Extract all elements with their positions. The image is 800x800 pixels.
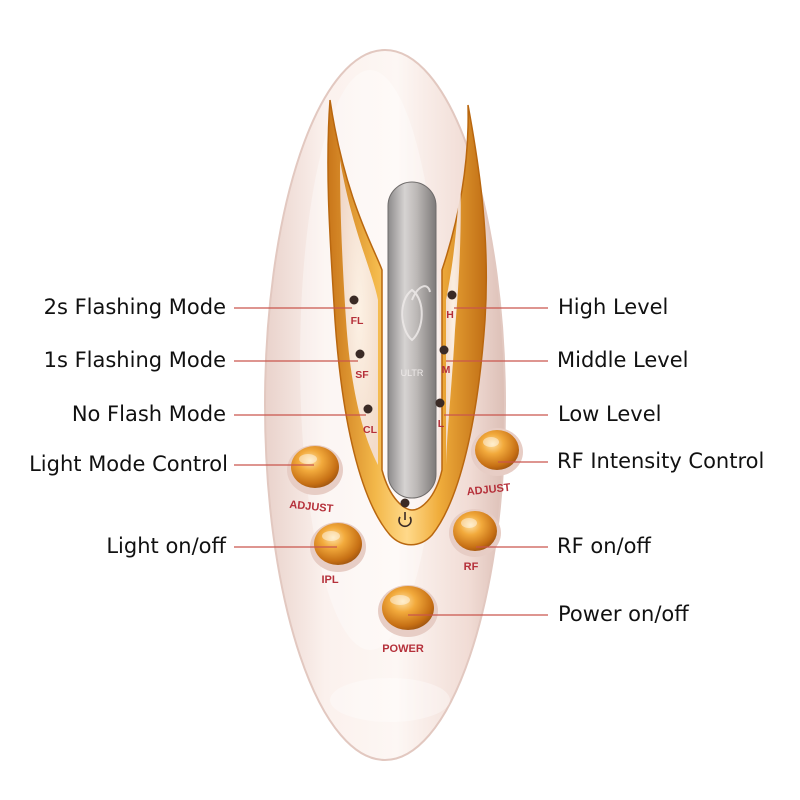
device-body: [264, 49, 506, 761]
callout-low-level: Low Level: [558, 402, 662, 426]
power-label: POWER: [382, 643, 424, 655]
adjust-right-label: ADJUST: [466, 482, 511, 499]
ipl-label: IPL: [321, 574, 338, 586]
adjust-left-label: ADJUST: [289, 499, 334, 516]
led-label-cl: CL: [363, 424, 378, 436]
callout-light-mode-control: Light Mode Control: [29, 452, 228, 476]
callout-no-flash-mode: No Flash Mode: [71, 402, 226, 426]
rf-label: RF: [464, 561, 479, 573]
led-group-left: [349, 295, 373, 414]
callout-middle-level: Middle Level: [557, 348, 689, 372]
callout-rf-intensity-control: RF Intensity Control: [557, 449, 765, 473]
led-label-l: L: [438, 418, 445, 430]
adjust-left-button: [287, 445, 343, 495]
rf-button: [449, 509, 501, 557]
led-h: [447, 290, 457, 300]
led-cl: [363, 404, 373, 414]
callout-rf-on-off: RF on/off: [557, 534, 651, 558]
gold-panel-inner-left: [340, 160, 378, 465]
led-label-h: H: [446, 309, 454, 321]
leader-lines: [234, 307, 548, 616]
led-m: [439, 345, 449, 355]
power-icon: [398, 512, 412, 528]
power-button: [378, 585, 438, 637]
led-sf: [355, 349, 365, 359]
device-bottom-shade: [330, 678, 450, 722]
callout-power-on-off: Power on/off: [558, 602, 689, 626]
callout-high-level: High Level: [558, 295, 669, 319]
led-group-right: [435, 290, 457, 408]
led-label-m: M: [442, 364, 451, 376]
led-label-fl: FL: [351, 315, 364, 327]
led-label-sf: SF: [355, 369, 369, 381]
led-fl: [349, 295, 359, 305]
callout-light-on-off: Light on/off: [106, 534, 226, 558]
logo-swirl-icon: [401, 285, 431, 342]
gold-panel-inner-right: [446, 165, 461, 465]
led-power: [400, 498, 410, 508]
callout-2s-flashing-mode: 2s Flashing Mode: [43, 295, 226, 319]
ipl-button: [310, 522, 366, 572]
led-l: [435, 398, 445, 408]
adjust-right-button: [471, 428, 523, 476]
callout-1s-flashing-mode: 1s Flashing Mode: [43, 348, 226, 372]
logo-text: ULTR: [401, 368, 424, 378]
